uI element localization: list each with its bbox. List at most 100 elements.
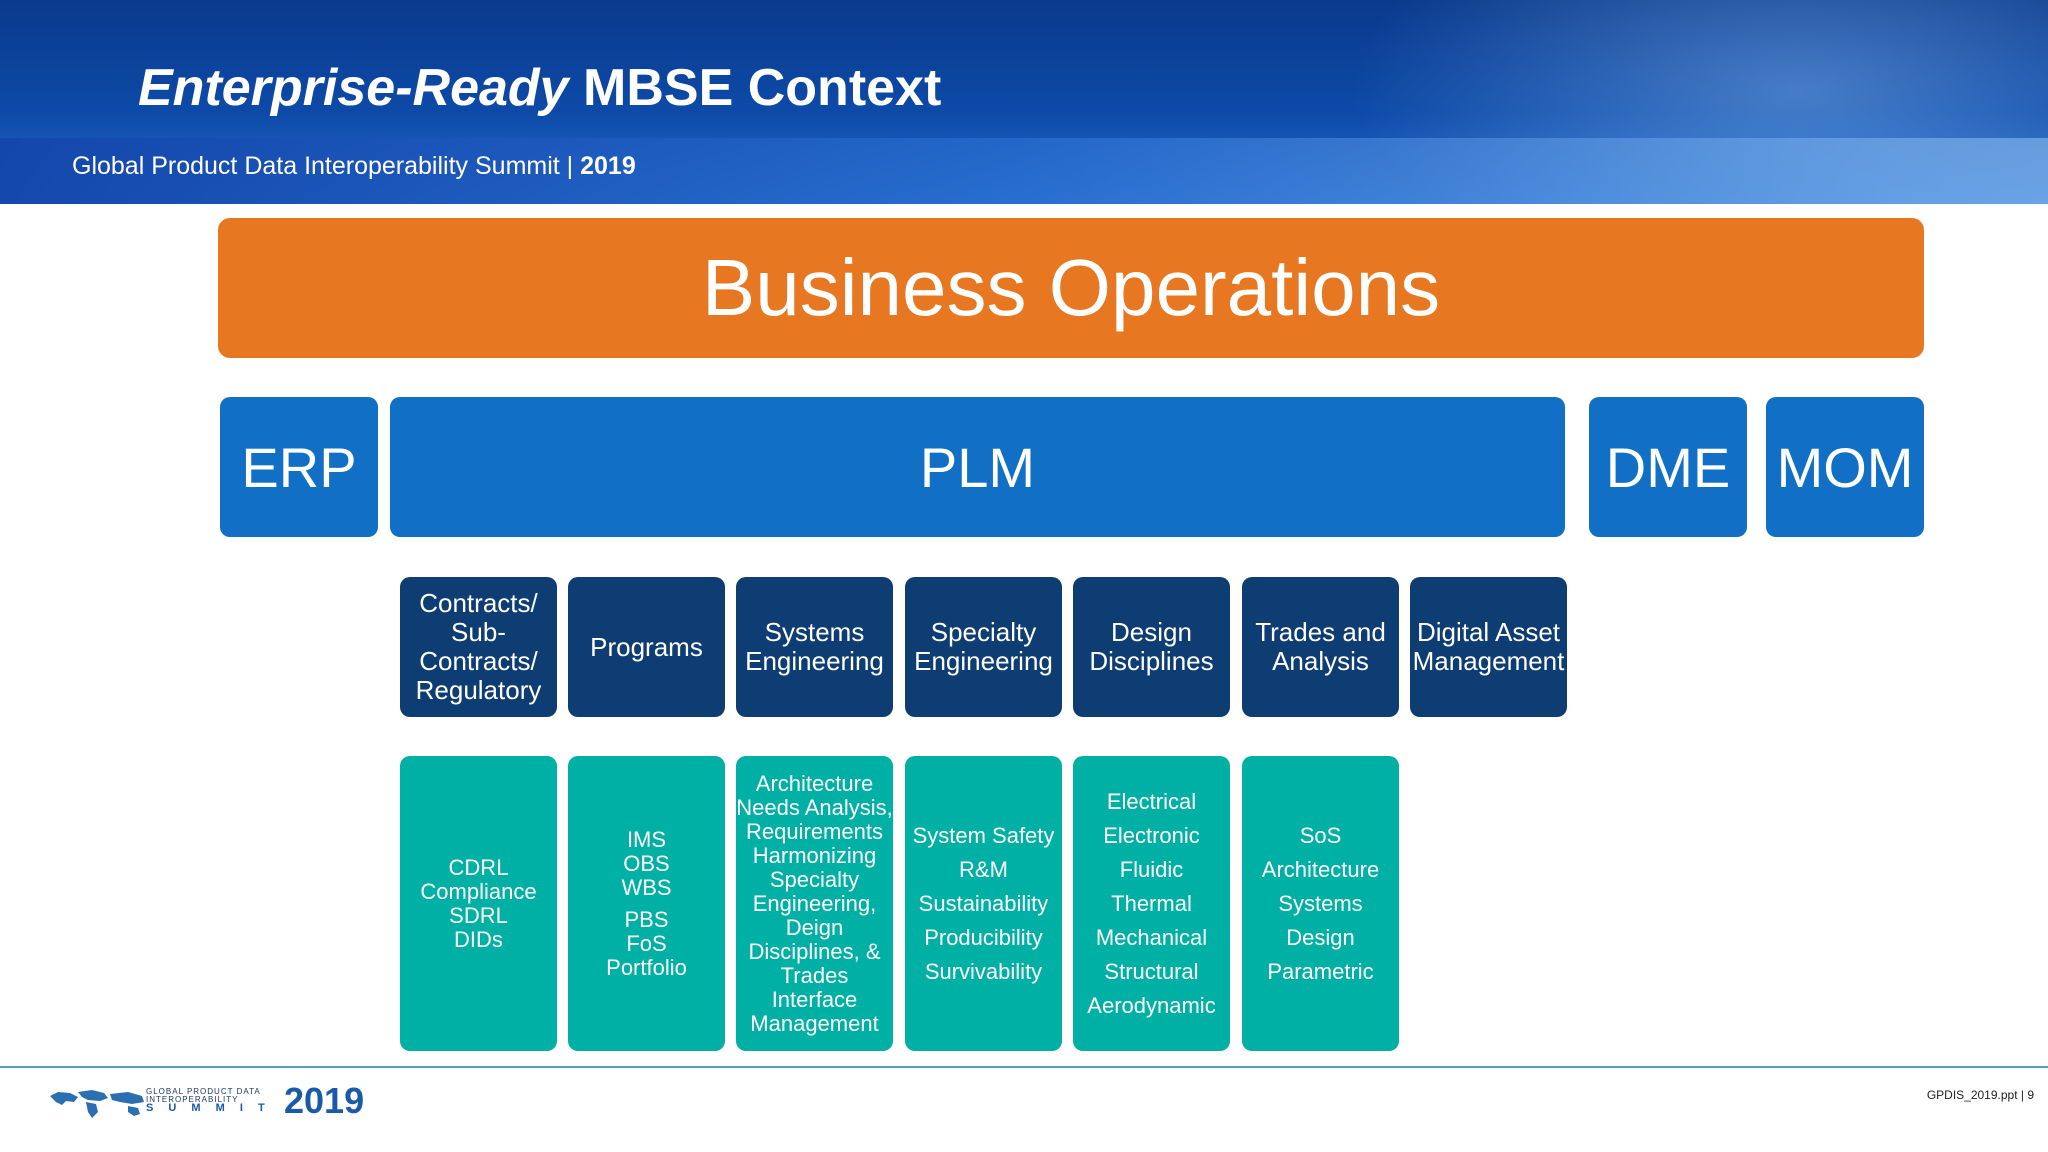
detail-line: Needs Analysis, (736, 794, 893, 820)
detail-line: System Safety (912, 822, 1055, 848)
detail-line: Architecture (1261, 856, 1380, 882)
mom-box: MOM (1766, 397, 1924, 537)
category-line: Trades and (1255, 617, 1386, 647)
detail-line: Deign (785, 914, 844, 940)
category-box-1: Contracts/Sub-Contracts/Regulatory (400, 577, 557, 717)
logo-line-2: INTEROPERABILITY (146, 1095, 239, 1104)
logo-line-3: S U M M I T (146, 1102, 271, 1114)
detail-line: SoS (1299, 822, 1342, 848)
category-line: Systems (764, 617, 865, 647)
detail-line: Management (750, 1010, 879, 1036)
detail-line: Aerodynamic (1087, 992, 1216, 1018)
detail-line: Parametric (1267, 958, 1374, 984)
category-lines: Programs (590, 631, 703, 662)
detail-line: Design (1286, 924, 1355, 950)
detail-line: Thermal (1111, 890, 1192, 916)
gpdis-logo (50, 1090, 144, 1118)
category-line: Engineering (745, 646, 884, 676)
category-line: Analysis (1272, 646, 1369, 676)
detail-line: IMS (626, 826, 667, 852)
slide-title: Enterprise-Ready MBSE Context (138, 58, 941, 118)
detail-line: R&M (959, 856, 1008, 882)
detail-line: Producibility (924, 924, 1043, 950)
detail-line: SDRL (449, 902, 508, 928)
category-line: Management (1412, 646, 1565, 676)
detail-line: Trades (780, 962, 849, 988)
dme-box: DME (1589, 397, 1747, 537)
category-line: Contracts/ (419, 588, 538, 618)
world-map-icon (50, 1090, 144, 1118)
logo-wordmark: GLOBAL PRODUCT DATA INTEROPERABILITY S U… (146, 1087, 271, 1114)
detail-line: Sustainability (918, 890, 1049, 916)
detail-line: Survivability (924, 958, 1043, 984)
slide-header (0, 0, 2048, 204)
slide-title-emphasis: Enterprise-Ready (138, 59, 569, 117)
category-line: Digital Asset (1416, 617, 1561, 647)
page-reference: GPDIS_2019.ppt | 9 (1926, 1088, 2034, 1102)
category-line: Design (1111, 617, 1192, 647)
category-line: Programs (590, 631, 703, 662)
category-line: Sub- (451, 617, 506, 647)
detail-line: Disciplines, & (748, 938, 881, 964)
plm-box: PLM (390, 397, 1565, 537)
category-line: Engineering (914, 646, 1053, 676)
detail-line: Engineering, (752, 890, 877, 916)
detail-line: Structural (1104, 958, 1199, 984)
slide-title-rest: MBSE Context (568, 59, 942, 117)
slide-subtitle: Global Product Data Interoperability Sum… (72, 152, 636, 181)
subtitle-year: 2019 (580, 152, 636, 180)
detail-line: Architecture (755, 770, 874, 796)
detail-line: Mechanical (1095, 924, 1208, 950)
detail-line: Compliance (420, 878, 537, 904)
category-line: Specialty (930, 617, 1037, 647)
logo-line-1: GLOBAL PRODUCT DATA (146, 1087, 261, 1096)
category-line: Regulatory (415, 675, 542, 705)
header-band (0, 138, 2048, 204)
detail-line: Systems (1278, 890, 1363, 916)
business-operations-box: Business Operations (218, 218, 1924, 358)
category-line: Contracts/ (419, 646, 538, 676)
detail-line: Harmonizing (752, 842, 877, 868)
detail-line: Fluidic (1119, 856, 1184, 882)
subtitle-text: Global Product Data Interoperability Sum… (72, 152, 581, 180)
erp-box: ERP (220, 397, 378, 537)
detail-line: DIDs (454, 926, 503, 952)
category-box-2: Programs (568, 577, 725, 717)
detail-line: WBS (621, 874, 672, 900)
detail-line: PBS (624, 906, 669, 932)
detail-line: Portfolio (606, 954, 687, 980)
detail-line: Interface (771, 986, 858, 1012)
detail-line: Requirements (746, 818, 883, 844)
logo-year: 2019 (284, 1080, 365, 1121)
footer-divider (0, 1066, 2048, 1068)
detail-line: OBS (623, 850, 670, 876)
detail-line: FoS (626, 930, 667, 956)
detail-line: CDRL (448, 854, 509, 880)
category-lines: Contracts/Sub-Contracts/Regulatory (416, 589, 542, 705)
detail-line: Specialty (769, 866, 860, 892)
detail-line: Electronic (1103, 822, 1200, 848)
detail-line: Electrical (1106, 788, 1197, 814)
